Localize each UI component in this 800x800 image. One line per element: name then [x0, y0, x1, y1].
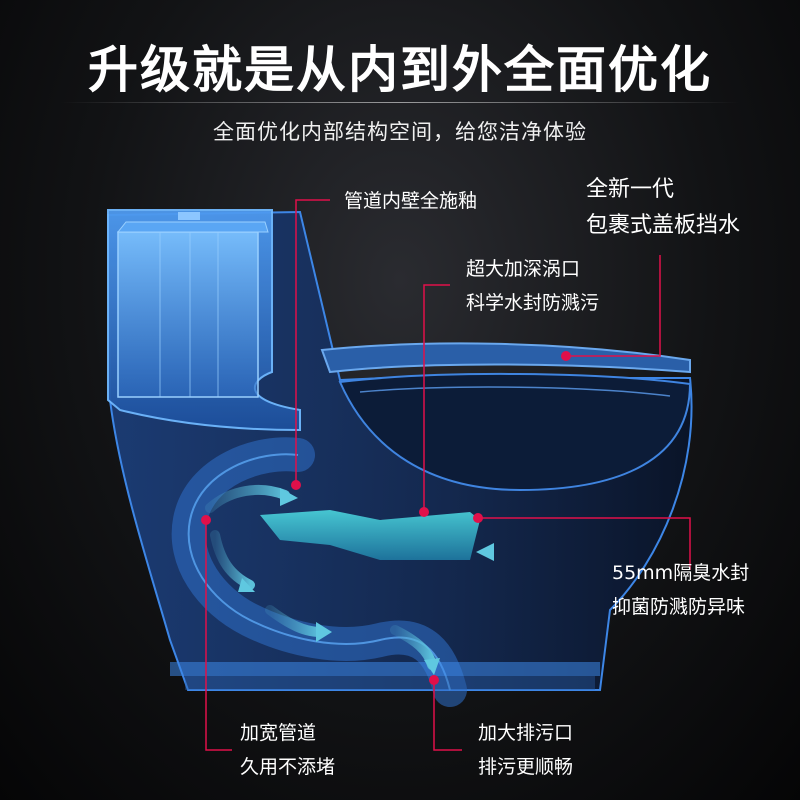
callout-dot — [473, 513, 483, 523]
flow-arrow — [205, 484, 290, 513]
callout-cover-line2: 包裹式盖板挡水 — [586, 213, 741, 238]
callout-dot — [291, 480, 301, 490]
page-title: 升级就是从内到外全面优化 — [88, 41, 712, 99]
callout-cover-line1: 全新一代 — [586, 177, 675, 202]
callout-line-seal — [478, 517, 691, 570]
callout-glaze-line1: 管道内壁全施釉 — [344, 190, 478, 212]
callout-seal-line1: 55mm隔臭水封 — [612, 562, 750, 584]
title-divider — [60, 102, 740, 103]
callout-cover: 全新一代 包裹式盖板挡水 — [586, 172, 740, 244]
seat-cover — [320, 342, 691, 374]
bowl-rim — [338, 372, 692, 492]
callout-line-pipe — [205, 520, 232, 751]
callout-pipe-line1: 加宽管道 — [240, 722, 317, 744]
callout-line-glaze — [295, 199, 330, 485]
callout-glaze: 管道内壁全施釉 — [344, 184, 477, 218]
callout-vortex-line1: 超大加深涡口 — [466, 258, 581, 280]
callout-dot — [201, 515, 211, 525]
tank-inner — [117, 231, 259, 398]
callout-line-vortex — [423, 284, 450, 512]
callout-vortex-line2: 科学水封防溅污 — [466, 292, 600, 314]
callout-seal: 55mm隔臭水封 抑菌防溅防异味 — [612, 556, 749, 624]
callout-outlet-line1: 加大排污口 — [478, 722, 574, 744]
callout-pipe-line2: 久用不添堵 — [240, 756, 336, 778]
page-subtitle: 全面优化内部结构空间，给您洁净体验 — [213, 120, 587, 144]
callout-outlet: 加大排污口 排污更顺畅 — [478, 716, 573, 784]
callout-dot — [419, 507, 429, 517]
callout-dot — [429, 675, 439, 685]
callout-outlet-line2: 排污更顺畅 — [478, 756, 574, 778]
callout-seal-line2: 抑菌防溅防异味 — [612, 596, 746, 618]
callout-line-outlet — [433, 680, 462, 751]
callout-pipe: 加宽管道 久用不添堵 — [240, 716, 335, 784]
callout-dot — [561, 351, 571, 361]
callout-vortex: 超大加深涡口 科学水封防溅污 — [466, 252, 599, 320]
water-seal — [260, 510, 480, 560]
callout-line-cover — [566, 255, 661, 357]
